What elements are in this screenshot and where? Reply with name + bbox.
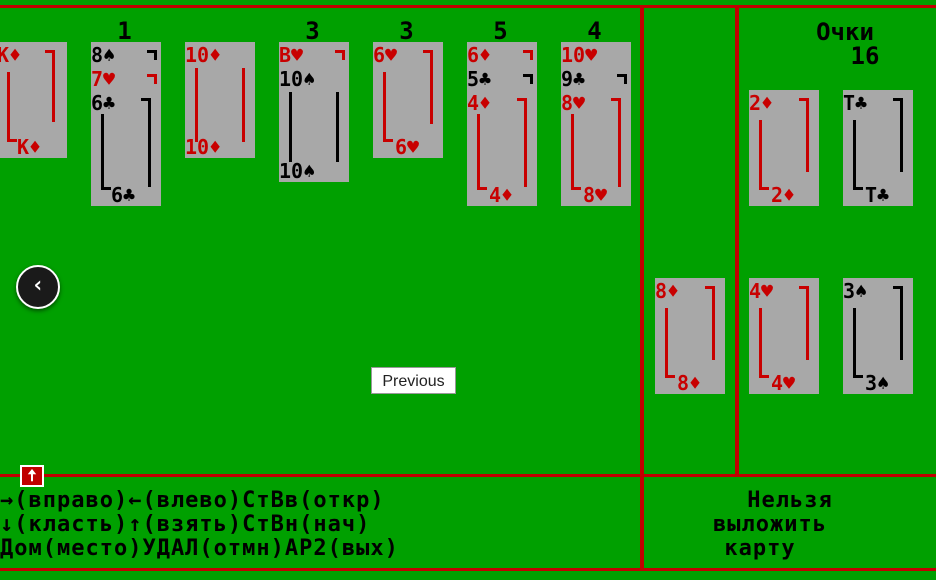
tableau-stack-7[interactable]: 10♥ 9♣ 8♥ 8♥ xyxy=(561,42,631,206)
help-line-3: Дом(место)УДАЛ(отмн)АР2(вых) xyxy=(0,536,399,561)
foundation-rank-top: 2♦ xyxy=(749,91,774,115)
message-line-3: карту xyxy=(724,536,796,561)
up-arrow-icon: 🠅 xyxy=(20,465,44,487)
tableau-stack-4[interactable]: В♥ 10♠ 10♠ xyxy=(279,42,349,182)
waste-rank-bottom: 8♦ xyxy=(677,371,702,395)
card-10-spades-bottom: 10♠ xyxy=(279,159,316,183)
message-line-2: выложить xyxy=(713,512,827,537)
column-count-6: 5 xyxy=(493,17,509,45)
card-7-hearts: 7♥ xyxy=(91,67,116,91)
message-line-1: Нельзя xyxy=(747,488,833,513)
card-9-clubs: 9♣ xyxy=(561,67,586,91)
foundation-hearts[interactable]: 4♥ 4♥ xyxy=(749,278,819,394)
card-10-spades: 10♠ xyxy=(279,67,316,91)
waste-rank-top: 8♦ xyxy=(655,279,680,303)
foundation-rank-top: Т♣ xyxy=(843,91,868,115)
score-value: 16 xyxy=(850,42,880,70)
foundation-rank-top: 4♥ xyxy=(749,279,774,303)
card-rank-top: К♦ xyxy=(0,43,22,67)
divider-left xyxy=(640,5,644,571)
card-4-diamonds-bottom: 4♦ xyxy=(489,183,514,207)
foundation-rank-bottom: 4♥ xyxy=(771,371,796,395)
card-8-spades: 8♠ xyxy=(91,43,116,67)
card-6-clubs: 6♣ xyxy=(91,91,116,115)
tableau-card[interactable]: 10♦ 10♦ xyxy=(185,42,255,158)
tableau-card[interactable]: 6♥ 6♥ xyxy=(373,42,443,158)
card-8-hearts-bottom: 8♥ xyxy=(583,183,608,207)
column-count-4: 3 xyxy=(305,17,321,45)
foundation-rank-bottom: 2♦ xyxy=(771,183,796,207)
card-jack-hearts: В♥ xyxy=(279,43,304,67)
card-8-hearts: 8♥ xyxy=(561,91,586,115)
foundation-spades[interactable]: 3♠ 3♠ xyxy=(843,278,913,394)
card-rank-bottom: К♦ xyxy=(17,135,42,159)
tableau-stack-2[interactable]: 8♠ 7♥ 6♣ 6♣ xyxy=(91,42,161,206)
help-line-2: ↓(класть)↑(взять)СтВн(нач) xyxy=(0,512,371,537)
card-rank-bottom: 10♦ xyxy=(185,135,222,159)
foundation-rank-bottom: 3♠ xyxy=(865,371,890,395)
tableau-card[interactable]: К♦ К♦ xyxy=(0,42,67,158)
foundation-rank-bottom: Т♣ xyxy=(865,183,890,207)
card-rank-top: 10♦ xyxy=(185,43,222,67)
previous-tooltip: Previous xyxy=(371,367,456,394)
bottom-divider xyxy=(0,474,936,477)
card-6-clubs-bottom: 6♣ xyxy=(111,183,136,207)
card-5-clubs: 5♣ xyxy=(467,67,492,91)
foundation-diamonds[interactable]: 2♦ 2♦ xyxy=(749,90,819,206)
tableau-stack-6[interactable]: 6♦ 5♣ 4♦ 4♦ xyxy=(467,42,537,206)
foundation-rank-top: 3♠ xyxy=(843,279,868,303)
card-10-hearts: 10♥ xyxy=(561,43,598,67)
previous-button[interactable]: ‹ xyxy=(16,265,60,309)
column-count-5: 3 xyxy=(399,17,415,45)
card-6-diamonds: 6♦ xyxy=(467,43,492,67)
bottom-border xyxy=(0,568,936,571)
chevron-left-icon: ‹ xyxy=(31,273,45,298)
foundation-clubs[interactable]: Т♣ Т♣ xyxy=(843,90,913,206)
help-line-1: →(вправо)←(влево)СтВв(откр) xyxy=(0,488,385,513)
card-rank-bottom: 6♥ xyxy=(395,135,420,159)
card-rank-top: 6♥ xyxy=(373,43,398,67)
card-4-diamonds: 4♦ xyxy=(467,91,492,115)
divider-right xyxy=(735,5,739,477)
column-count-2: 1 xyxy=(117,17,133,45)
top-border xyxy=(0,5,936,8)
score-label: Очки xyxy=(816,18,874,46)
waste-card[interactable]: 8♦ 8♦ xyxy=(655,278,725,394)
column-count-7: 4 xyxy=(587,17,603,45)
